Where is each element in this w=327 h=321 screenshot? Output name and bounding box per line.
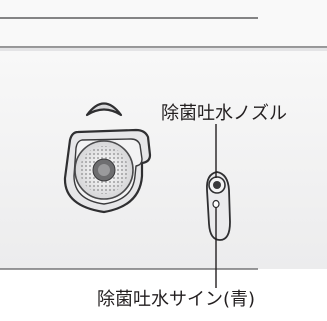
nozzle-label: 除菌吐水ノズル xyxy=(161,103,287,124)
spout-icon xyxy=(63,128,152,214)
nozzle-icon xyxy=(206,171,231,241)
sensor-arc-icon xyxy=(85,102,123,117)
counter-panel xyxy=(0,51,327,269)
sign-label: 除菌吐水サイン(青) xyxy=(97,289,256,310)
upper-panel xyxy=(0,0,327,47)
